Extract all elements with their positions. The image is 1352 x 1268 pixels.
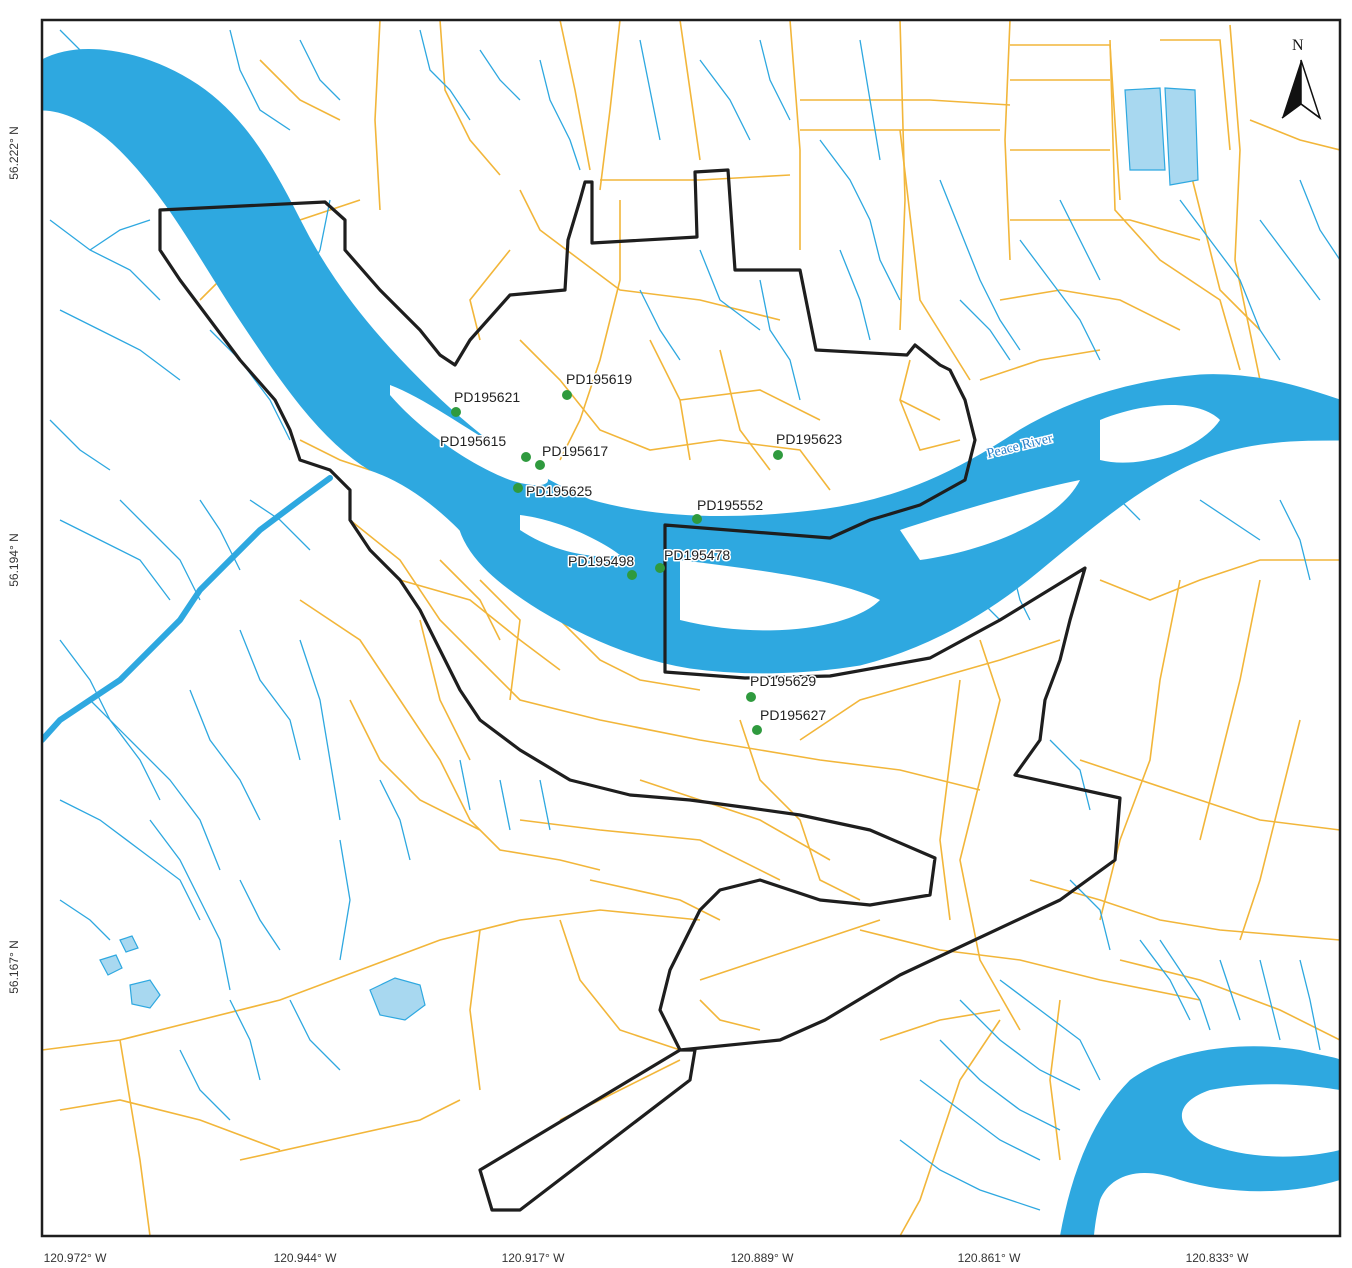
- well-label: PD195625: [526, 483, 592, 499]
- x-tick-label: 120.944° W: [274, 1251, 338, 1265]
- x-axis-labels: 120.972° W 120.944° W 120.917° W 120.889…: [44, 1251, 1250, 1265]
- well-marker: [521, 452, 531, 462]
- well-marker: [752, 725, 762, 735]
- map-border: [40, 18, 1342, 1238]
- well-marker: [451, 407, 461, 417]
- y-axis-labels: 56.222° N 56.194° N 56.167° N: [7, 126, 21, 994]
- river-islands: [390, 385, 1220, 631]
- well-label: PD195627: [760, 707, 826, 723]
- well-marker: [692, 514, 702, 524]
- x-tick-label: 120.972° W: [44, 1251, 108, 1265]
- well-label: PD195478: [664, 547, 730, 563]
- well-label: PD195498: [568, 553, 634, 569]
- lakes: [99, 87, 1199, 1021]
- tributary-river: [42, 475, 333, 743]
- y-tick-label: 56.167° N: [7, 940, 21, 994]
- well-label: PD195552: [697, 497, 763, 513]
- wells-layer: PD195619PD195621PD195615PD195617PD195625…: [439, 370, 844, 735]
- well-label: PD195619: [566, 371, 632, 387]
- well-label: PD195621: [454, 389, 520, 405]
- well-marker: [535, 460, 545, 470]
- y-tick-label: 56.222° N: [7, 126, 21, 180]
- well-marker: [627, 570, 637, 580]
- study-area-boundary: [158, 168, 1122, 1212]
- southeast-river: [1060, 1046, 1340, 1236]
- north-letter: N: [1292, 37, 1304, 54]
- x-tick-label: 120.861° W: [958, 1251, 1022, 1265]
- well-label: PD195615: [440, 433, 506, 449]
- well-marker: [562, 390, 572, 400]
- well-marker: [513, 483, 523, 493]
- well-marker: [655, 563, 665, 573]
- well-label: PD195629: [750, 673, 816, 689]
- x-tick-label: 120.917° W: [502, 1251, 566, 1265]
- north-arrow-icon: N: [1281, 37, 1322, 120]
- well-marker: [746, 692, 756, 702]
- road-network: [42, 20, 1340, 1236]
- well-marker: [773, 450, 783, 460]
- well-label: PD195623: [776, 431, 842, 447]
- well-label: PD195617: [542, 443, 608, 459]
- x-tick-label: 120.833° W: [1186, 1251, 1250, 1265]
- y-tick-label: 56.194° N: [7, 533, 21, 587]
- x-tick-label: 120.889° W: [731, 1251, 795, 1265]
